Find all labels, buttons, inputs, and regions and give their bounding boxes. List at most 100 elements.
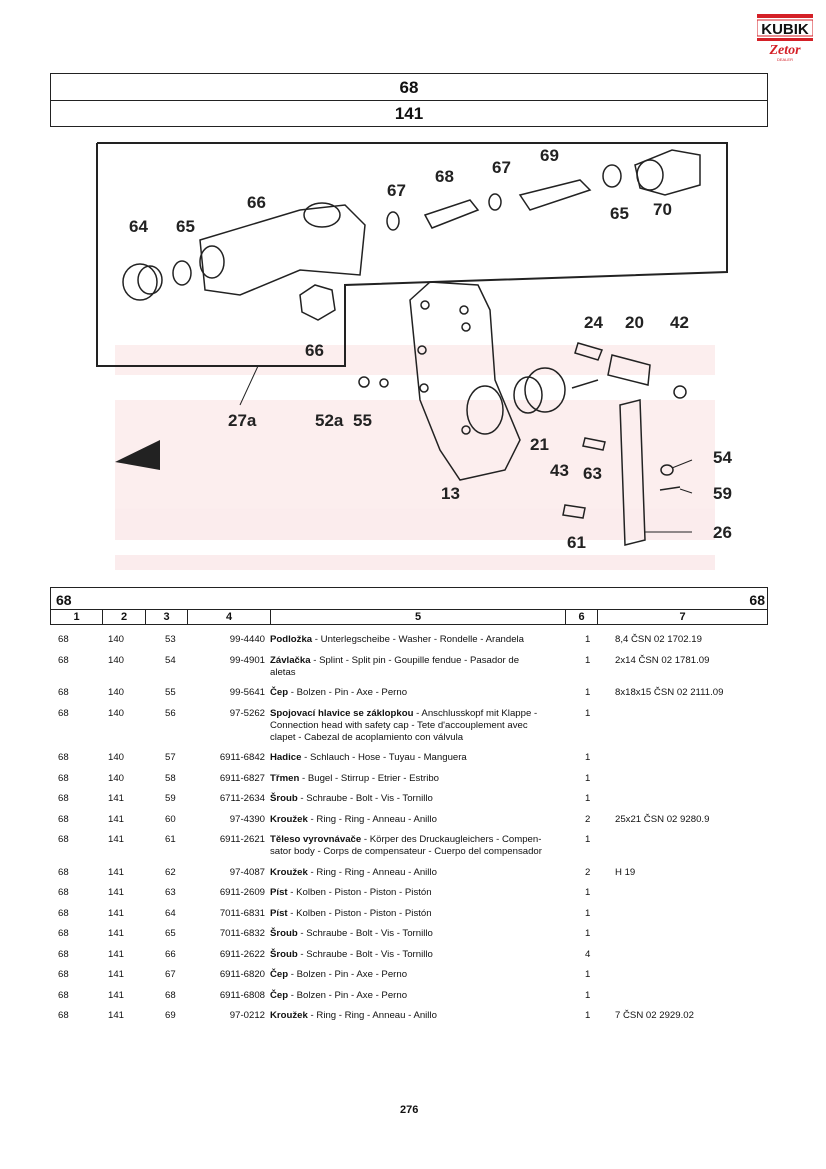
callout: 63	[583, 464, 602, 483]
part-number-cell: 99-4901	[229, 654, 265, 666]
part-number-cell: 97-0212	[229, 1010, 265, 1021]
quantity-cell: 1	[585, 928, 591, 939]
page-number: 276	[400, 1104, 419, 1116]
quantity-cell: 1	[585, 834, 591, 845]
description-cell: Třmen - Bugel - Stirrup - Etrier - Estri…	[270, 773, 565, 785]
part-translations: - Bolzen - Pin - Axe - Perno	[288, 989, 408, 1001]
quantity-cell: 2	[585, 813, 591, 825]
norm-cell: H 19	[615, 866, 636, 878]
callout: 52a	[315, 411, 344, 430]
callout: 55	[353, 411, 372, 430]
part-number-cell: 97-4087	[229, 866, 265, 878]
part-name: Šroub	[270, 793, 298, 804]
part-translations: - Ring - Ring - Anneau - Anillo	[307, 866, 437, 878]
subgroup-number-header: 141	[50, 100, 768, 127]
callout: 69	[540, 146, 559, 165]
part-name: Kroužek	[270, 866, 308, 878]
norm-cell	[597, 752, 768, 764]
position-cell: 58	[165, 772, 176, 784]
column-header: 4	[188, 610, 271, 624]
kubik-zetor-logo: KUBIK Zetor DEALER	[757, 14, 813, 62]
group-cell: 68	[58, 654, 69, 666]
callout: 54	[713, 448, 732, 467]
part-translations: - Schraube - Bolt - Vis - Tornillo	[297, 928, 433, 939]
position-cell: 55	[165, 687, 176, 698]
callout: 20	[625, 313, 644, 332]
part-name: Třmen	[270, 772, 300, 784]
subgroup-cell: 140	[108, 687, 125, 698]
position-cell: 62	[165, 866, 176, 878]
part-translations: - Kolben - Piston - Piston - Pistón	[287, 887, 432, 898]
part-name: Spojovací hlavice se záklopkou	[270, 707, 414, 719]
part-number-cell: 97-4390	[229, 813, 265, 825]
group-right: 68	[749, 592, 765, 608]
position-cell: 68	[165, 989, 176, 1001]
svg-text:DEALER: DEALER	[777, 57, 793, 62]
description-cell: Podložka - Unterlegscheibe - Washer - Ro…	[270, 634, 565, 646]
callout: 42	[670, 313, 689, 332]
quantity-cell: 1	[585, 989, 591, 1001]
position-cell: 53	[165, 634, 176, 645]
norm-cell	[597, 969, 768, 981]
callout: 70	[653, 200, 672, 219]
part-translations: - Schlauch - Hose - Tuyau - Manguera	[301, 752, 467, 763]
part-name: Podložka	[270, 634, 313, 645]
callout: 27a	[228, 411, 257, 430]
norm-cell	[597, 793, 768, 805]
column-header: 2	[103, 610, 146, 624]
part-translations: - Splint - Split pin - Goupille fendue -…	[270, 654, 520, 678]
description-cell: Kroužek - Ring - Ring - Anneau - Anillo	[270, 1010, 565, 1022]
quantity-cell: 1	[585, 687, 591, 698]
part-name: Píst	[270, 887, 288, 898]
description-cell: Čep - Bolzen - Pin - Axe - Perno	[270, 969, 565, 981]
description-cell: Šroub - Schraube - Bolt - Vis - Tornillo	[270, 793, 565, 805]
subgroup-cell: 141	[108, 989, 125, 1001]
callout: 65	[610, 204, 629, 223]
position-cell: 59	[165, 793, 176, 804]
description-cell: Spojovací hlavice se záklopkou - Anschlu…	[270, 708, 565, 744]
callout: 43	[550, 461, 569, 480]
part-translations: - Schraube - Bolt - Vis - Tornillo	[297, 793, 433, 804]
subgroup-cell: 140	[108, 634, 125, 645]
quantity-cell: 1	[585, 634, 591, 645]
group-cell: 68	[58, 928, 69, 939]
description-cell: Hadice - Schlauch - Hose - Tuyau - Mangu…	[270, 752, 565, 764]
group-cell: 68	[58, 772, 69, 784]
callout: 21	[530, 435, 549, 454]
part-number-cell: 6911-6842	[219, 752, 265, 763]
description-cell: Čep - Bolzen - Pin - Axe - Perno	[270, 990, 565, 1002]
svg-text:KUBIK: KUBIK	[761, 21, 809, 38]
group-cell: 68	[58, 707, 69, 719]
direction-arrow	[115, 440, 160, 470]
position-cell: 56	[165, 707, 176, 719]
subgroup-cell: 141	[108, 1010, 125, 1021]
norm-cell	[597, 990, 768, 1002]
column-header: 6	[566, 610, 598, 624]
norm-cell	[597, 887, 768, 899]
subgroup-cell: 140	[108, 772, 125, 784]
description-cell: Kroužek - Ring - Ring - Anneau - Anillo	[270, 867, 565, 879]
norm-cell	[597, 949, 768, 961]
part-name: Závlačka	[270, 654, 311, 666]
part-name: Těleso vyrovnávače	[270, 834, 362, 845]
position-cell: 65	[165, 928, 176, 939]
group-cell: 68	[58, 834, 69, 845]
subgroup-cell: 141	[108, 813, 125, 825]
part-number-cell: 6911-6808	[219, 989, 265, 1001]
group-cell: 68	[58, 687, 69, 698]
description-cell: Kroužek - Ring - Ring - Anneau - Anillo	[270, 814, 565, 826]
callout: 61	[567, 533, 586, 552]
kubik-watermark	[115, 345, 715, 570]
part-name: Čep	[270, 687, 289, 698]
subgroup-cell: 141	[108, 866, 125, 878]
exploded-parts-diagram: 64 65 66 67 68 67 69 65 70 66 24 20 42 2…	[96, 142, 732, 570]
